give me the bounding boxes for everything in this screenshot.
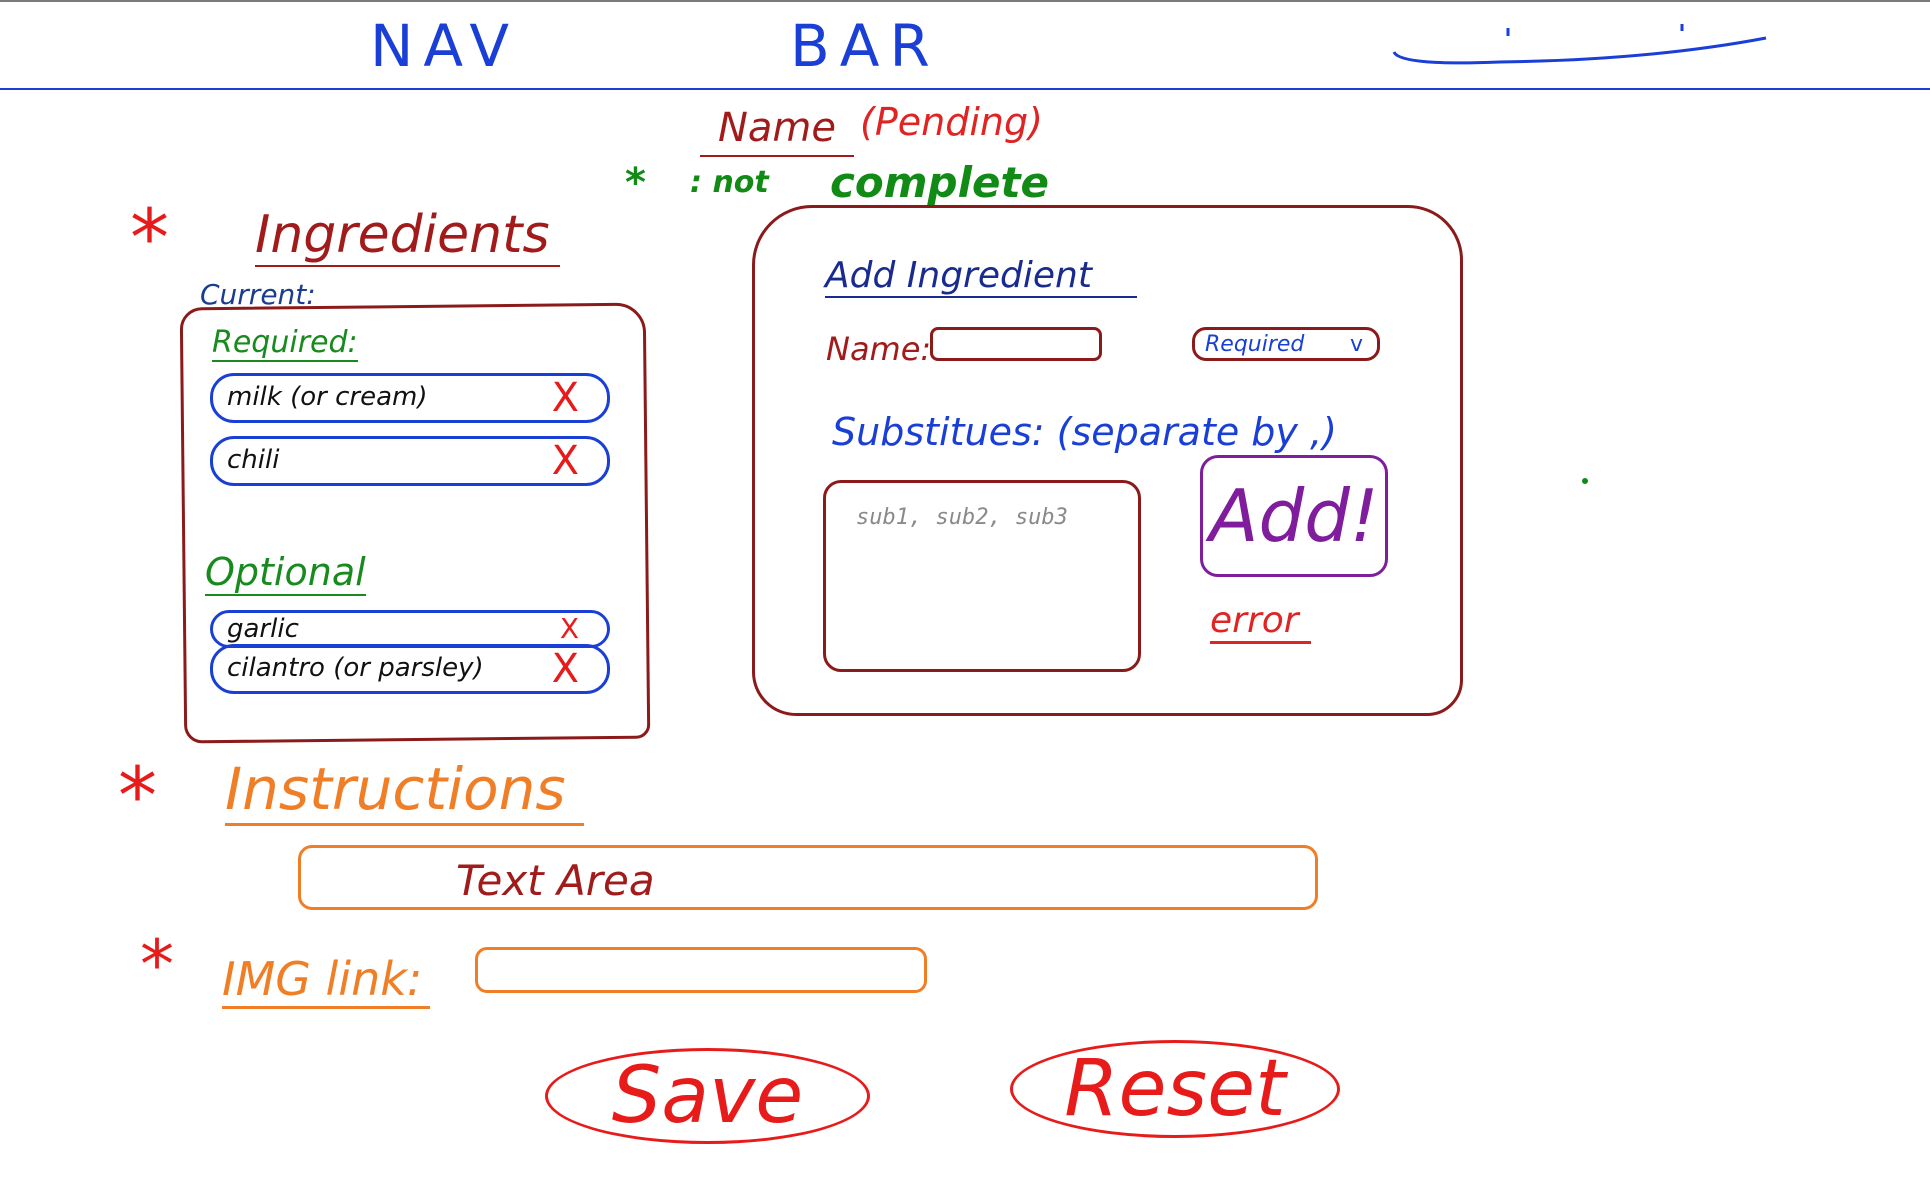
window-top-edge: [0, 0, 1930, 2]
legend-complete-text: complete: [830, 158, 1050, 207]
reset-button[interactable]: Reset: [1010, 1040, 1340, 1138]
nav-bar: NAV BAR: [0, 2, 1930, 90]
instructions-textarea[interactable]: [298, 845, 1318, 910]
ingredient-type-select[interactable]: Required v: [1192, 327, 1380, 361]
ingredient-name-label: Name:: [826, 330, 932, 368]
add-ingredient-title: Add Ingredient: [825, 255, 1137, 298]
add-ingredient-panel: [752, 205, 1463, 716]
ingredient-name-input[interactable]: [930, 327, 1102, 361]
img-link-input[interactable]: [475, 947, 927, 993]
required-star-icon: *: [118, 752, 157, 842]
img-link-label: IMG link:: [222, 952, 431, 1009]
stray-dot: [1582, 478, 1588, 484]
add-ingredient-button[interactable]: Add!: [1200, 455, 1388, 577]
instructions-title: Instructions: [225, 755, 584, 826]
remove-x-icon[interactable]: X: [551, 646, 579, 692]
ingredient-label: garlic: [227, 614, 299, 644]
chevron-down-icon: v: [1349, 332, 1363, 357]
ingredient-row: chili X: [210, 436, 610, 486]
nav-title-right: BAR: [790, 12, 940, 80]
required-group-label: Required:: [212, 325, 358, 362]
ingredient-label: cilantro (or parsley): [227, 653, 484, 683]
recipe-name: Name: [700, 105, 855, 157]
ingredient-label: milk (or cream): [227, 382, 428, 412]
remove-x-icon[interactable]: X: [551, 375, 579, 421]
remove-x-icon[interactable]: X: [559, 612, 579, 645]
required-star-icon: *: [130, 194, 169, 284]
substitutes-label: Substitues: (separate by ,): [832, 410, 1337, 454]
current-label: Current:: [200, 278, 316, 311]
save-button[interactable]: Save: [545, 1048, 870, 1144]
ingredient-type-value: Required: [1205, 332, 1305, 357]
ingredient-row: garlic X: [210, 610, 610, 648]
ingredient-label: chili: [227, 445, 280, 475]
legend-text: : not: [690, 165, 769, 200]
remove-x-icon[interactable]: X: [551, 438, 579, 484]
ingredient-row: cilantro (or parsley) X: [210, 644, 610, 694]
nav-title-left: NAV: [370, 12, 520, 80]
menu-icon[interactable]: [1390, 22, 1770, 72]
error-message: error: [1210, 600, 1311, 644]
legend-star-icon: *: [625, 160, 646, 206]
ingredient-row: milk (or cream) X: [210, 373, 610, 423]
ingredients-title: Ingredients: [255, 205, 560, 267]
substitutes-input[interactable]: [823, 480, 1141, 672]
recipe-status: (Pending): [860, 100, 1043, 144]
required-star-icon: *: [140, 926, 174, 1005]
optional-group-label: Optional: [205, 550, 366, 596]
